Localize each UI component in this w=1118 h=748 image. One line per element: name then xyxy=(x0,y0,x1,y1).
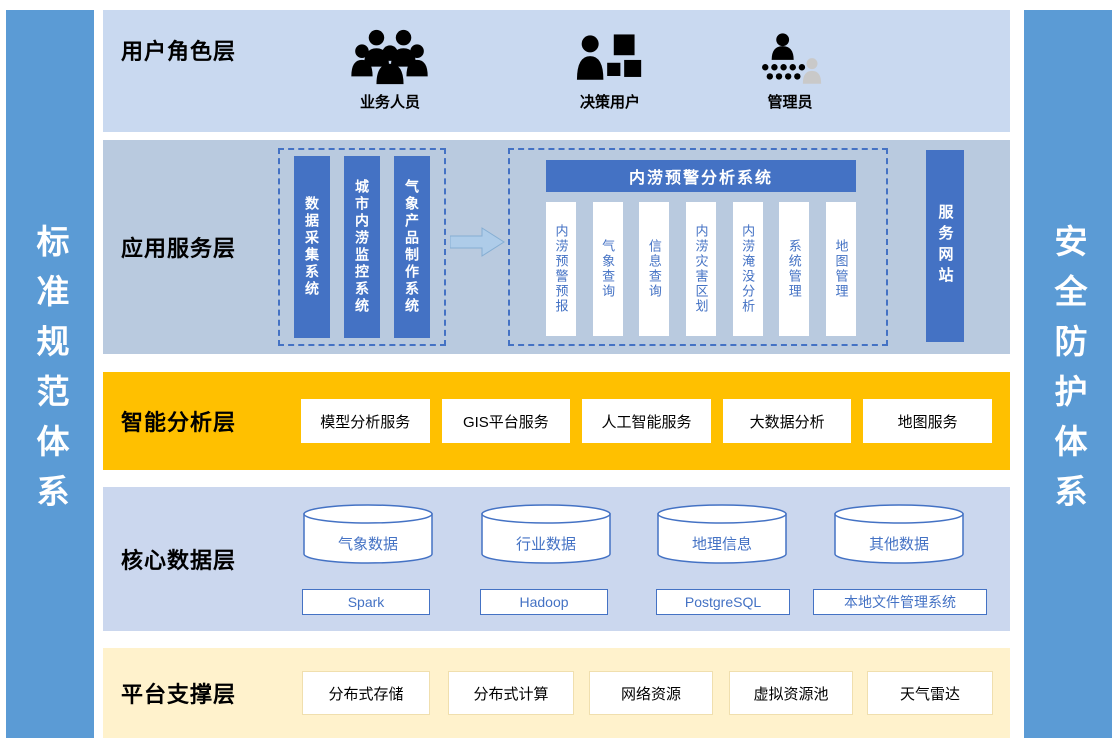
database-weather-cylinder-icon: 气象数据 xyxy=(302,503,434,565)
module-info-query: 信息查询 xyxy=(639,202,670,336)
right-arrow-icon xyxy=(449,226,506,258)
system-data-collection: 数据采集系统 xyxy=(294,156,330,338)
left-pillar: 标准规范体系 xyxy=(6,10,94,738)
layer-core-data: 核心数据层 气象数据 行业数据 地理信息 xyxy=(103,487,1010,631)
layer-user-role: 用户角色层 业务人员 xyxy=(103,10,1010,132)
person-chart-icon xyxy=(576,24,644,86)
role-decision-user-label: 决策用户 xyxy=(579,94,640,111)
resource-distributed-computing: 分布式计算 xyxy=(448,671,574,715)
database-industry-label: 行业数据 xyxy=(515,536,576,553)
system-weather-product-making-label: 气象产品制作系统 xyxy=(404,179,420,315)
resource-weather-radar: 天气雷达 xyxy=(867,671,993,715)
role-business-staff: 业务人员 xyxy=(332,24,448,112)
service-website-label: 服务网站 xyxy=(936,204,954,288)
role-administrator-label: 管理员 xyxy=(767,94,813,111)
people-group-icon xyxy=(348,24,432,86)
service-model-analysis: 模型分析服务 xyxy=(301,399,430,443)
module-disaster-zoning: 内涝灾害区划 xyxy=(685,202,716,336)
database-geo-cylinder-icon: 地理信息 xyxy=(656,503,788,565)
database-geo-label: 地理信息 xyxy=(691,536,752,553)
database-industry-cylinder-icon: 行业数据 xyxy=(480,503,612,565)
layer-intelligent-analysis-label: 智能分析层 xyxy=(121,410,237,435)
service-ai: 人工智能服务 xyxy=(582,399,711,443)
system-weather-product-making: 气象产品制作系统 xyxy=(394,156,430,338)
resource-network: 网络资源 xyxy=(589,671,713,715)
module-weather-query: 气象查询 xyxy=(592,202,623,336)
module-inundation-analysis: 内涝淹没分析 xyxy=(732,202,763,336)
role-business-staff-label: 业务人员 xyxy=(359,94,420,111)
warning-analysis-system-title: 内涝预警分析系统 xyxy=(546,160,856,192)
role-administrator: 管理员 xyxy=(732,24,848,112)
system-urban-waterlogging-monitor-label: 城市内涝监控系统 xyxy=(354,179,370,315)
service-website-bar: 服务网站 xyxy=(926,150,964,342)
platform-spark: Spark xyxy=(302,589,430,615)
role-decision-user: 决策用户 xyxy=(552,24,668,112)
resource-distributed-storage: 分布式存储 xyxy=(302,671,430,715)
database-other-label: 其他数据 xyxy=(868,536,929,553)
system-urban-waterlogging-monitor: 城市内涝监控系统 xyxy=(344,156,380,338)
admin-team-icon xyxy=(757,24,823,86)
system-data-collection-label: 数据采集系统 xyxy=(304,196,320,298)
database-other-cylinder-icon: 其他数据 xyxy=(833,503,965,565)
layer-platform-support-label: 平台支撑层 xyxy=(121,682,237,707)
database-weather-label: 气象数据 xyxy=(337,536,398,553)
platform-postgresql: PostgreSQL xyxy=(656,589,790,615)
source-systems-group: 数据采集系统 城市内涝监控系统 气象产品制作系统 xyxy=(278,148,446,346)
module-disaster-zoning-label: 内涝灾害区划 xyxy=(693,224,709,314)
platform-local-file-system: 本地文件管理系统 xyxy=(813,589,987,615)
layer-application-service: 应用服务层 数据采集系统 城市内涝监控系统 气象产品制作系统 内涝预警分析系统 … xyxy=(103,140,1010,354)
analysis-services-row: 模型分析服务 GIS平台服务 人工智能服务 大数据分析 地图服务 xyxy=(301,399,992,443)
layer-core-data-label: 核心数据层 xyxy=(121,548,237,573)
module-map-management: 地图管理 xyxy=(825,202,856,336)
service-map: 地图服务 xyxy=(863,399,992,443)
layer-user-role-label: 用户角色层 xyxy=(121,39,237,64)
module-map-management-label: 地图管理 xyxy=(833,239,849,299)
module-inundation-analysis-label: 内涝淹没分析 xyxy=(740,224,756,314)
right-pillar: 安全防护体系 xyxy=(1024,10,1112,738)
module-weather-query-label: 气象查询 xyxy=(600,239,616,299)
right-pillar-label: 安全防护体系 xyxy=(1050,224,1087,524)
resource-virtual-pool: 虚拟资源池 xyxy=(729,671,853,715)
module-info-query-label: 信息查询 xyxy=(646,239,662,299)
layer-platform-support: 平台支撑层 分布式存储 分布式计算 网络资源 虚拟资源池 天气雷达 xyxy=(103,648,1010,738)
layer-intelligent-analysis: 智能分析层 模型分析服务 GIS平台服务 人工智能服务 大数据分析 地图服务 xyxy=(103,372,1010,470)
left-pillar-label: 标准规范体系 xyxy=(32,224,69,524)
warning-analysis-group: 内涝预警分析系统 内涝预警预报 气象查询 信息查询 内涝灾害区划 内涝淹没分析 xyxy=(508,148,888,346)
platform-hadoop: Hadoop xyxy=(480,589,608,615)
service-big-data: 大数据分析 xyxy=(722,399,852,443)
layer-application-service-label: 应用服务层 xyxy=(121,236,237,261)
warning-analysis-modules: 内涝预警预报 气象查询 信息查询 内涝灾害区划 内涝淹没分析 系统管理 xyxy=(546,202,856,336)
module-system-management-label: 系统管理 xyxy=(786,239,802,299)
module-system-management: 系统管理 xyxy=(779,202,810,336)
module-warning-forecast: 内涝预警预报 xyxy=(546,202,576,336)
service-gis-platform: GIS平台服务 xyxy=(441,399,571,443)
module-warning-forecast-label: 内涝预警预报 xyxy=(553,224,569,314)
